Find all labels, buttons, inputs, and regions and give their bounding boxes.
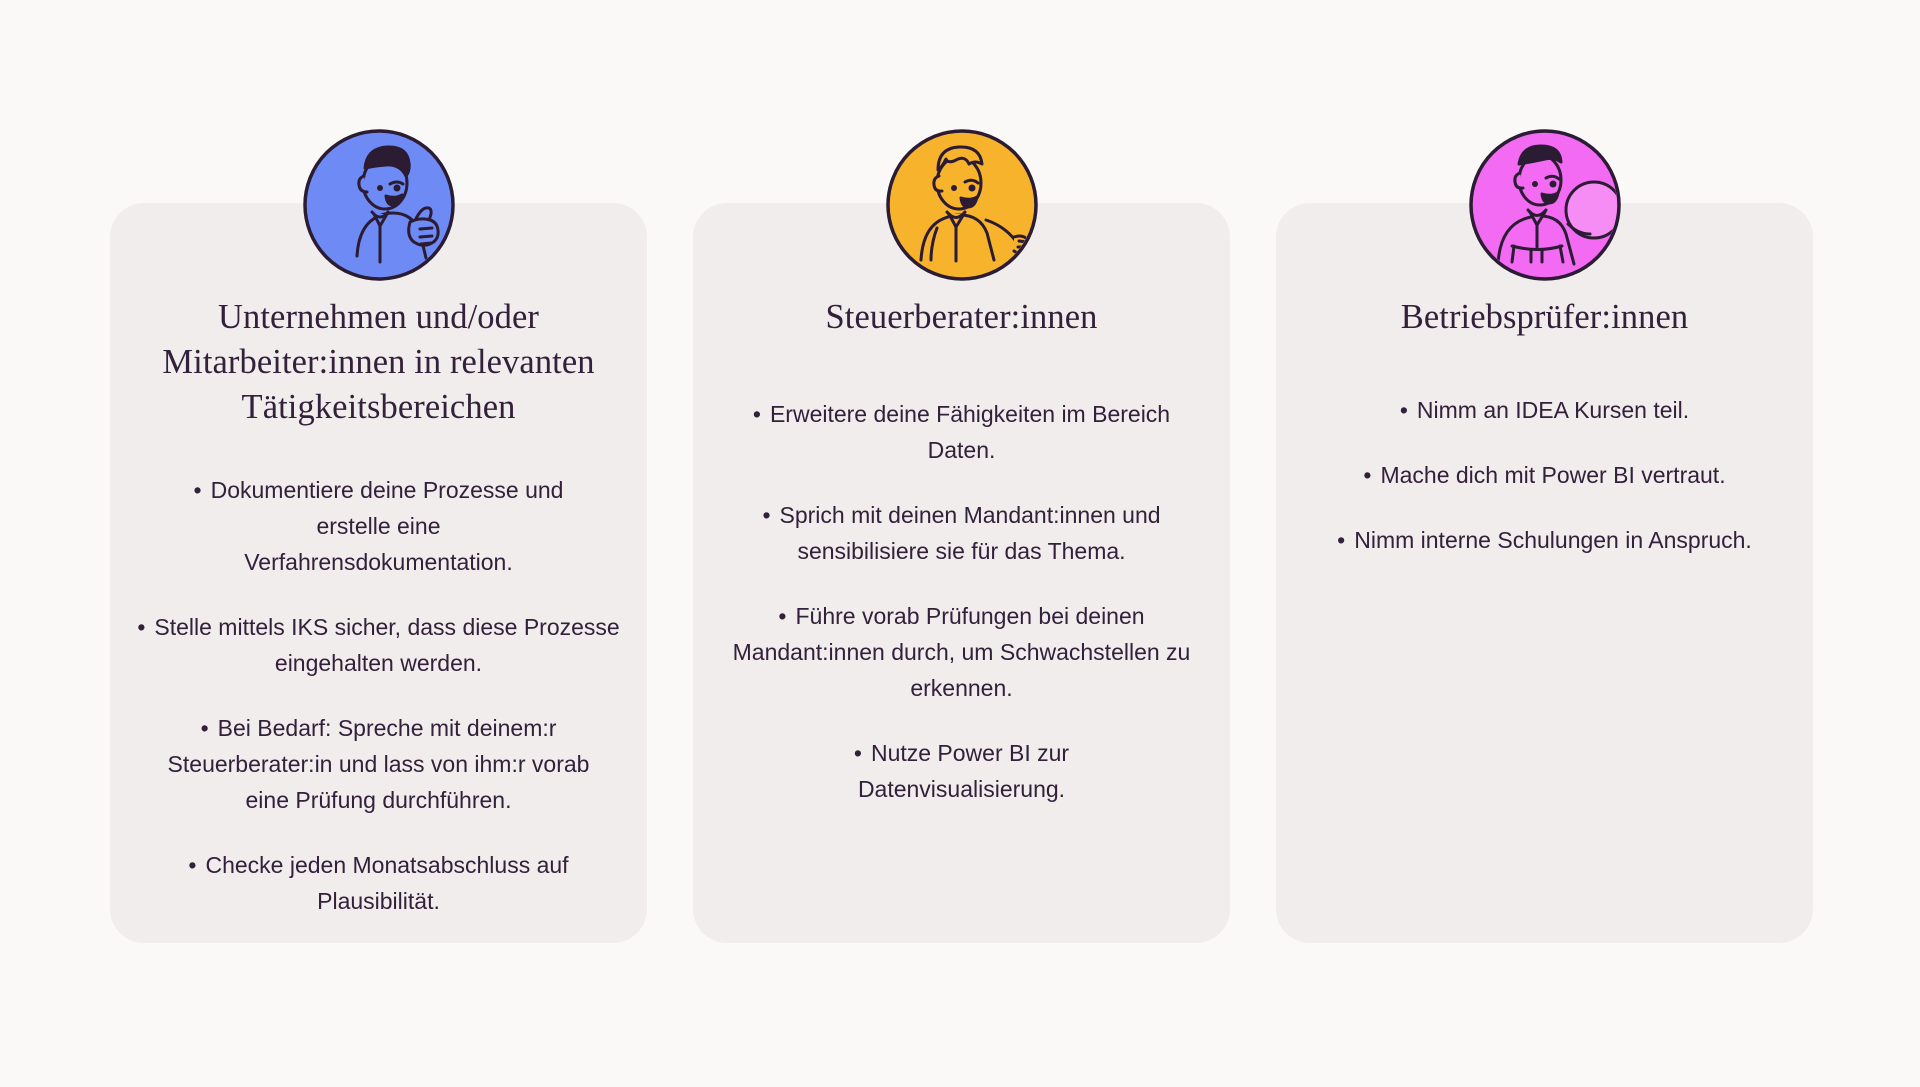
- list-item-text: Nimm interne Schulungen in Anspruch.: [1337, 527, 1752, 553]
- list-item-text: Führe vorab Prüfungen bei deinen Mandant…: [733, 603, 1191, 701]
- list-item: Nimm an IDEA Kursen teil.: [1284, 392, 1805, 428]
- card-bullet-list: Dokumentiere deine Prozesse und erstelle…: [118, 472, 639, 919]
- card-title: Steuerberater:innen: [825, 298, 1098, 336]
- list-item: Erweitere deine Fähigkeiten im Bereich D…: [701, 396, 1222, 468]
- person-presenting-avatar: [1468, 128, 1622, 282]
- list-item-text: Bei Bedarf: Spreche mit deinem:r Steuerb…: [168, 715, 590, 813]
- list-item-text: Stelle mittels IKS sicher, dass diese Pr…: [137, 614, 619, 676]
- list-item: Sprich mit deinen Mandant:innen und sens…: [701, 497, 1222, 569]
- card-title: Betriebsprüfer:innen: [1400, 298, 1689, 336]
- list-item: Checke jeden Monatsabschluss auf Plausib…: [118, 847, 639, 919]
- person-thumbs-up-avatar: [302, 128, 456, 282]
- list-item-text: Dokumentiere deine Prozesse und erstelle…: [194, 477, 564, 575]
- card-content-steuerberater: Steuerberater:innen Erweitere deine Fähi…: [693, 295, 1230, 807]
- list-item-text: Sprich mit deinen Mandant:innen und sens…: [762, 502, 1160, 564]
- list-item: Bei Bedarf: Spreche mit deinem:r Steuerb…: [118, 710, 639, 818]
- list-item-text: Nimm an IDEA Kursen teil.: [1400, 397, 1689, 423]
- list-item: Nimm interne Schulungen in Anspruch.: [1284, 522, 1805, 558]
- card-steuerberater: [693, 203, 1230, 943]
- card-unternehmen: [110, 203, 647, 943]
- list-item: Führe vorab Prüfungen bei deinen Mandant…: [701, 598, 1222, 706]
- list-item: Mache dich mit Power BI vertraut.: [1284, 457, 1805, 493]
- card-title: Unternehmen und/oder Mitarbeiter:innen i…: [162, 298, 595, 426]
- list-item-text: Erweitere deine Fähigkeiten im Bereich D…: [753, 401, 1170, 463]
- card-content-unternehmen: Unternehmen und/oder Mitarbeiter:innen i…: [110, 295, 647, 919]
- card-bullet-list: Erweitere deine Fähigkeiten im Bereich D…: [701, 396, 1222, 807]
- list-item-text: Checke jeden Monatsabschluss auf Plausib…: [188, 852, 568, 914]
- list-item-text: Mache dich mit Power BI vertraut.: [1363, 462, 1725, 488]
- list-item: Dokumentiere deine Prozesse und erstelle…: [118, 472, 639, 580]
- person-waving-avatar: [885, 128, 1039, 282]
- card-content-betriebspruefer: Betriebsprüfer:innen Nimm an IDEA Kursen…: [1276, 295, 1813, 558]
- list-item: Stelle mittels IKS sicher, dass diese Pr…: [118, 609, 639, 681]
- card-betriebspruefer: [1276, 203, 1813, 943]
- card-bullet-list: Nimm an IDEA Kursen teil. Mache dich mit…: [1284, 392, 1805, 558]
- list-item-text: Nutze Power BI zur Datenvisualisierung.: [854, 740, 1069, 802]
- list-item: Nutze Power BI zur Datenvisualisierung.: [701, 735, 1222, 807]
